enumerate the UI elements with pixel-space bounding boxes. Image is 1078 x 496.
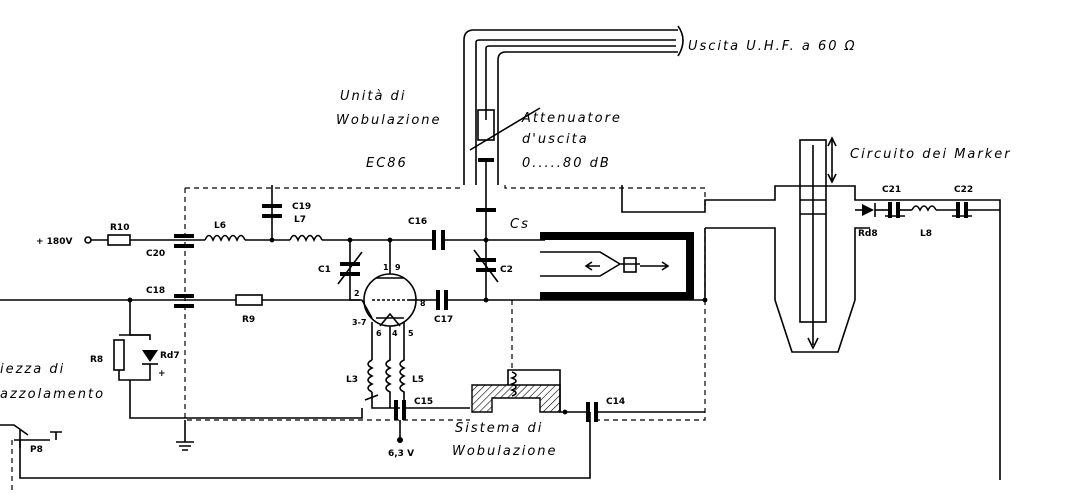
attenuatore-label-2: d'uscita [522, 132, 589, 147]
l7-label: L7 [294, 215, 306, 225]
c20-label: C20 [146, 249, 165, 259]
unita-label-2: Wobulazione [336, 113, 442, 128]
c22-label: C22 [954, 185, 973, 195]
attenuatore-label-1: Attenuatore [521, 111, 622, 126]
pin-6-label: 6 [376, 329, 382, 338]
l6-label: L6 [214, 221, 226, 231]
rd7-label: Rd7 [160, 351, 180, 361]
rd8-label: Rd8 [858, 229, 878, 239]
c15-label: C15 [414, 397, 433, 407]
r9-label: R9 [242, 315, 255, 325]
main-line [84, 185, 545, 250]
l5-label: L5 [412, 375, 424, 385]
attenuator-pipe [463, 25, 684, 212]
bias-network [0, 300, 363, 451]
uscita-label: Uscita U.H.F. a 60 Ω [688, 39, 857, 54]
l8-label: L8 [920, 229, 932, 239]
marker-label: Circuito dei Marker [850, 147, 1012, 162]
pin-2-label: 2 [354, 289, 360, 298]
c19-label: C19 [292, 202, 311, 212]
r10-label: R10 [110, 223, 129, 233]
pin-8-label: 8 [420, 299, 426, 308]
c1-label: C1 [318, 265, 331, 275]
marker-chain [855, 202, 1000, 218]
r8-label: R8 [90, 355, 103, 365]
tube-ec86 [361, 240, 418, 345]
sistema-label-1: Sistema di [455, 421, 543, 436]
trimmers [337, 240, 499, 301]
plus-label: + [158, 369, 166, 379]
pin-1-label: 1 [383, 263, 389, 272]
grid-line [0, 228, 708, 310]
left-label-2: azzolamento [0, 387, 105, 402]
heater-label: 6,3 V [388, 449, 414, 459]
attenuatore-label-3: 0.....80 dB [522, 156, 611, 171]
c17-label: C17 [434, 315, 453, 325]
c2-label: C2 [500, 265, 513, 275]
supply-label: + 180V [36, 237, 72, 247]
pin-4-label: 4 [392, 329, 398, 338]
l3-label: L3 [346, 375, 358, 385]
c18-label: C18 [146, 286, 165, 296]
tube-label: EC86 [366, 156, 408, 171]
c21-label: C21 [882, 185, 901, 195]
heater-coils [364, 345, 470, 443]
cs-label: Cs [510, 217, 530, 232]
marker-enclosure [621, 136, 1001, 480]
c16-label: C16 [408, 217, 427, 227]
unita-label-1: Unità di [340, 89, 406, 104]
pin-9-label: 9 [395, 263, 401, 272]
left-label-1: iezza di [0, 362, 65, 377]
c14-label: C14 [606, 397, 625, 407]
p8-label: P8 [30, 445, 43, 455]
sistema-label-2: Wobulazione [452, 444, 558, 459]
wobulation-system [19, 369, 705, 479]
pin-5-label: 5 [408, 329, 414, 338]
lecher-line [540, 232, 694, 300]
pin-37-label: 3-7 [352, 318, 366, 327]
